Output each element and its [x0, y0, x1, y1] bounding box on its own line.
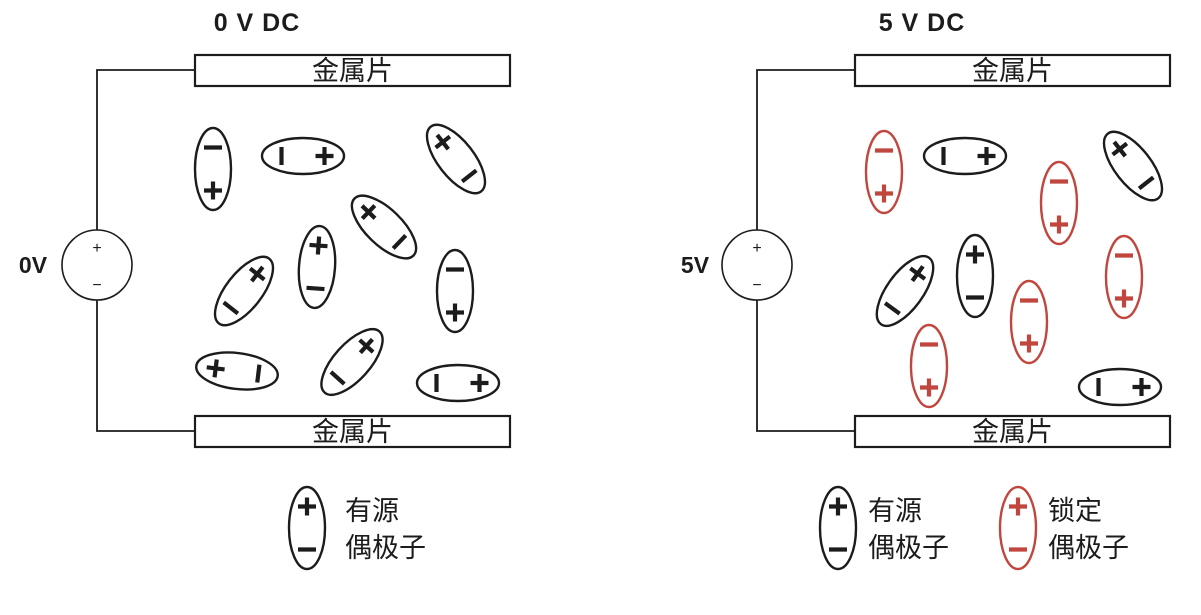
active-dipole	[213, 255, 275, 327]
dipole-field	[864, 129, 1164, 409]
active-dipole	[875, 254, 935, 328]
legend-label-active-line1: 有源	[868, 496, 922, 526]
legend-label-locked-line1: 锁定	[1048, 496, 1102, 526]
locked-dipole	[1039, 160, 1079, 246]
source-plus-sign: +	[92, 240, 101, 257]
bottom-plate	[193, 414, 512, 449]
active-dipole	[320, 328, 384, 396]
active-dipole	[955, 233, 995, 319]
legend-markers	[818, 485, 1038, 571]
circuit-wire	[756, 69, 855, 432]
active-dipole	[260, 136, 346, 176]
active-dipole	[415, 363, 501, 403]
bottom-plate-label: 金属片	[972, 417, 1053, 447]
active-dipole	[1102, 130, 1164, 202]
locked-dipole	[909, 323, 949, 409]
active-dipole	[1077, 367, 1163, 407]
source-minus-sign: −	[752, 277, 761, 294]
top-plate-label: 金属片	[312, 56, 393, 86]
voltage-source	[721, 229, 793, 301]
top-plate	[853, 53, 1172, 88]
active-dipole	[193, 126, 233, 212]
panel-5v: 5 V DC 金属片 金属片 + − 5V 有源 偶极子 锁定 偶极子	[681, 9, 1172, 571]
source-plus-sign: +	[752, 240, 761, 257]
legend-label-locked-line2: 偶极子	[1048, 533, 1129, 563]
legend-active-dipole-symbol	[818, 485, 858, 571]
locked-dipole	[1104, 234, 1144, 320]
legend-active-dipole-symbol	[287, 485, 327, 571]
dipole-field	[193, 123, 501, 403]
bottom-plate-label: 金属片	[312, 417, 393, 447]
active-dipole	[350, 194, 418, 260]
active-dipole	[195, 351, 279, 391]
source-voltage-label: 0V	[19, 252, 48, 278]
legend-label-active-line2: 偶极子	[345, 533, 426, 563]
bottom-plate	[853, 414, 1172, 449]
source-voltage-label: 5V	[681, 252, 710, 278]
source-minus-sign: −	[92, 277, 101, 294]
active-dipole	[922, 136, 1008, 176]
panel-title: 5 V DC	[879, 9, 966, 37]
top-plate	[193, 53, 512, 88]
legend-label-active-line1: 有源	[345, 496, 399, 526]
panel-0v: 0 V DC 金属片 金属片 + − 0V 有源 偶极子	[19, 9, 512, 571]
locked-dipole	[864, 129, 904, 215]
panel-title: 0 V DC	[214, 9, 301, 37]
legend-label-active-line2: 偶极子	[868, 533, 949, 563]
legend-locked-dipole-symbol	[998, 485, 1038, 571]
active-dipole	[297, 224, 337, 310]
locked-dipole	[1009, 279, 1049, 365]
circuit-wire	[96, 69, 195, 432]
legend-markers	[287, 485, 327, 571]
active-dipole	[425, 123, 487, 195]
top-plate-label: 金属片	[972, 56, 1053, 86]
voltage-source	[61, 229, 133, 301]
active-dipole	[435, 248, 475, 334]
